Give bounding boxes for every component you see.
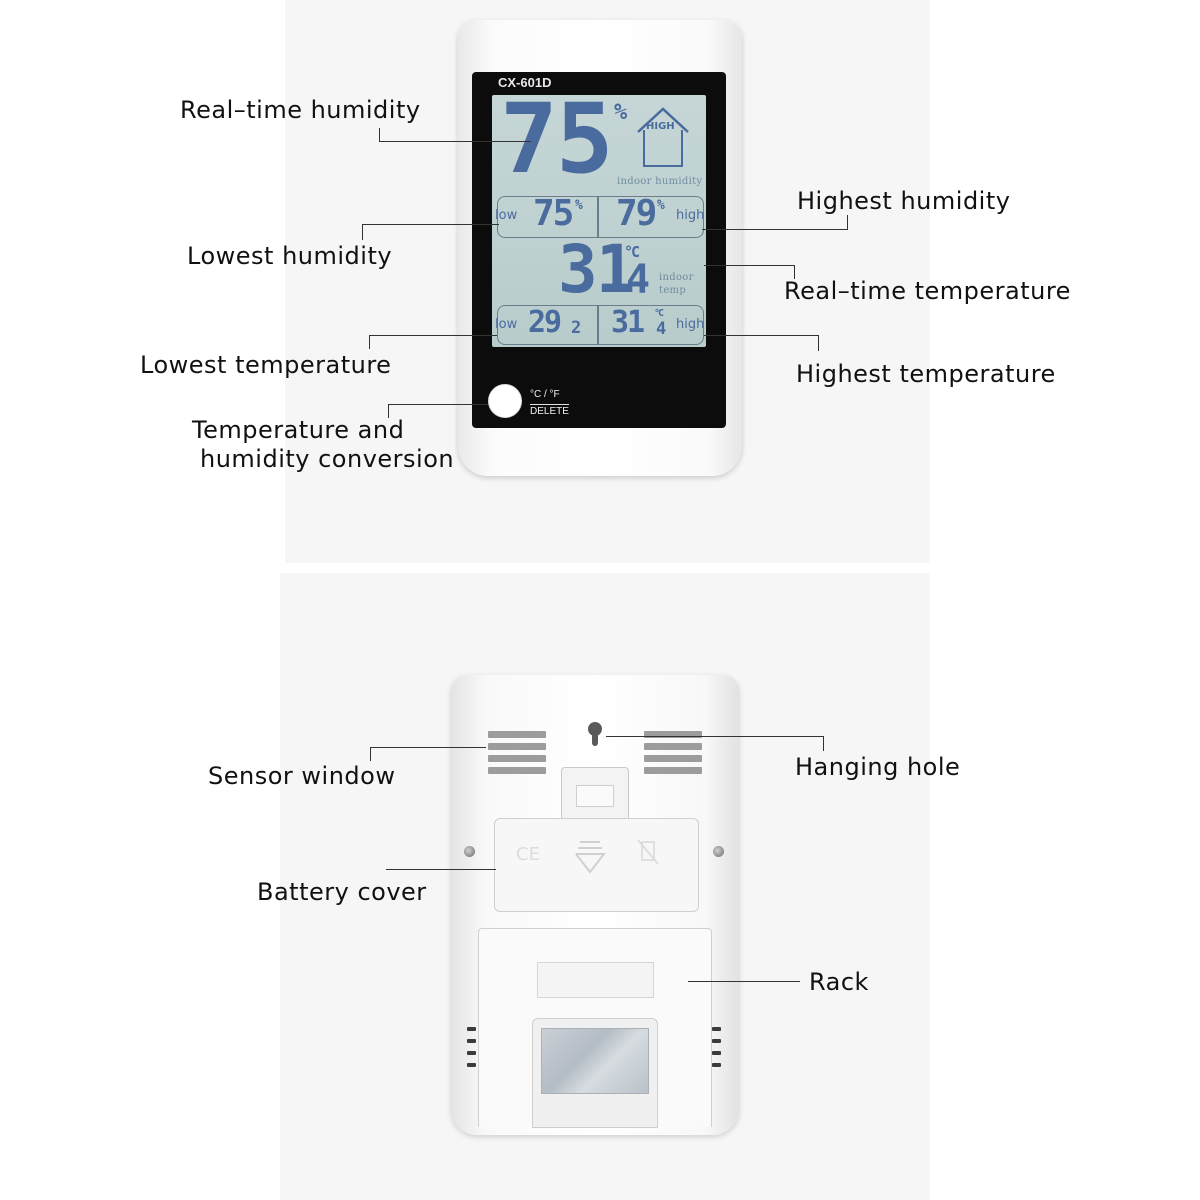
side-slot-right-2	[712, 1039, 721, 1043]
high-humidity-badge: HIGH	[646, 121, 675, 132]
low-humidity-word: low	[495, 208, 518, 223]
leader-lowest-temperature-v	[369, 335, 370, 349]
realtime-humidity-value: 75	[500, 83, 614, 195]
humidity-minmax-divider	[597, 197, 599, 237]
highest-temperature-dec: 4	[656, 319, 666, 339]
callout-conversion-line1: Temperature and	[192, 416, 405, 444]
realtime-temperature-dec: 4	[626, 257, 650, 303]
side-slot-right-3	[712, 1051, 721, 1055]
sensor-vent-left-4	[488, 767, 546, 774]
battery-cover-markings-icon: CE	[516, 839, 659, 874]
lowest-humidity-percent: %	[575, 198, 583, 213]
sensor-vent-left-2	[488, 743, 546, 750]
callout-battery-cover: Battery cover	[257, 878, 427, 906]
high-humidity-word: high	[676, 208, 705, 223]
leader-realtime-temperature-h	[704, 265, 794, 266]
side-slot-left-2	[467, 1039, 476, 1043]
side-slot-left-4	[467, 1063, 476, 1067]
leader-highest-humidity-v	[847, 215, 848, 230]
callout-realtime-temperature: Real–time temperature	[784, 277, 1071, 305]
side-slot-right-1	[712, 1027, 721, 1031]
callout-lowest-humidity: Lowest humidity	[187, 242, 393, 270]
side-slot-right-4	[712, 1063, 721, 1067]
screw-right-icon	[713, 846, 724, 857]
delete-label: DELETE	[530, 404, 569, 417]
leader-hanging-hole-h	[606, 736, 823, 737]
lowest-temperature-dec: 2	[571, 318, 581, 338]
rack-window	[541, 1028, 649, 1094]
rack-slot	[537, 962, 654, 998]
sensor-vent-right-4	[644, 767, 702, 774]
callout-lowest-temperature: Lowest temperature	[140, 351, 392, 379]
low-temperature-word: low	[495, 317, 518, 332]
leader-battery-cover-h	[386, 869, 496, 870]
svg-text:CE: CE	[516, 844, 540, 865]
humidity-percent-sign: %	[614, 100, 627, 125]
leader-lowest-humidity-v	[362, 224, 363, 240]
callout-highest-temperature: Highest temperature	[796, 360, 1056, 388]
lowest-temperature-int: 29	[528, 305, 562, 340]
humidity-minmax-box	[497, 196, 704, 238]
house-icon	[637, 107, 689, 167]
sensor-vent-right-2	[644, 743, 702, 750]
highest-temperature-int: 31	[611, 305, 645, 340]
hanging-hole-icon	[588, 722, 602, 746]
leader-rack-h	[688, 981, 800, 982]
leader-realtime-temperature-v	[794, 265, 795, 279]
side-slot-left-3	[467, 1051, 476, 1055]
leader-conversion-v	[388, 404, 389, 418]
indoor-temp-text-1: indoor	[659, 272, 694, 283]
leader-hanging-hole-v	[823, 736, 824, 751]
highest-humidity-percent: %	[657, 198, 665, 213]
sensor-vent-right-1	[644, 731, 702, 738]
leader-highest-temperature-h	[704, 335, 819, 336]
leader-highest-temperature-v	[818, 335, 819, 351]
leader-sensor-window-h	[370, 747, 486, 748]
model-label: CX-601D	[498, 75, 552, 90]
leader-lowest-temperature-h	[369, 335, 497, 336]
temperature-minmax-divider	[597, 306, 599, 344]
conversion-button[interactable]	[488, 384, 522, 418]
leader-realtime-humidity-h	[379, 141, 531, 142]
callout-conversion: Temperature and humidity conversion	[192, 416, 462, 474]
sensor-vent-left-3	[488, 755, 546, 762]
stand-clip-inner	[576, 785, 614, 807]
leader-conversion-h	[388, 404, 488, 405]
screw-left-icon	[464, 846, 475, 857]
side-slot-left-1	[467, 1027, 476, 1031]
callout-sensor-window: Sensor window	[208, 762, 396, 790]
leader-lowest-humidity-h	[362, 224, 499, 225]
highest-humidity-value: 79	[616, 193, 657, 234]
high-temperature-word: high	[676, 317, 705, 332]
indoor-humidity-text: indoor humidity	[617, 176, 703, 187]
highest-temperature-unit: °C	[654, 308, 664, 319]
callout-conversion-line2: humidity conversion	[200, 445, 455, 473]
leader-highest-humidity-h	[702, 229, 848, 230]
indoor-temp-text-2: temp	[659, 285, 687, 296]
realtime-temperature-unit: °C	[624, 243, 640, 261]
realtime-temperature-int: 31	[558, 231, 635, 308]
leader-sensor-window-v	[370, 747, 371, 761]
sensor-vent-right-3	[644, 755, 702, 762]
temperature-minmax-box	[497, 305, 704, 345]
unit-toggle-label: °C / °F	[530, 389, 560, 400]
sensor-vent-left-1	[488, 731, 546, 738]
callout-hanging-hole: Hanging hole	[795, 753, 961, 781]
callout-highest-humidity: Highest humidity	[797, 187, 1011, 215]
callout-realtime-humidity: Real–time humidity	[180, 96, 421, 124]
leader-realtime-humidity-v	[379, 128, 380, 142]
lowest-humidity-value: 75	[533, 193, 574, 234]
callout-rack: Rack	[809, 968, 869, 996]
